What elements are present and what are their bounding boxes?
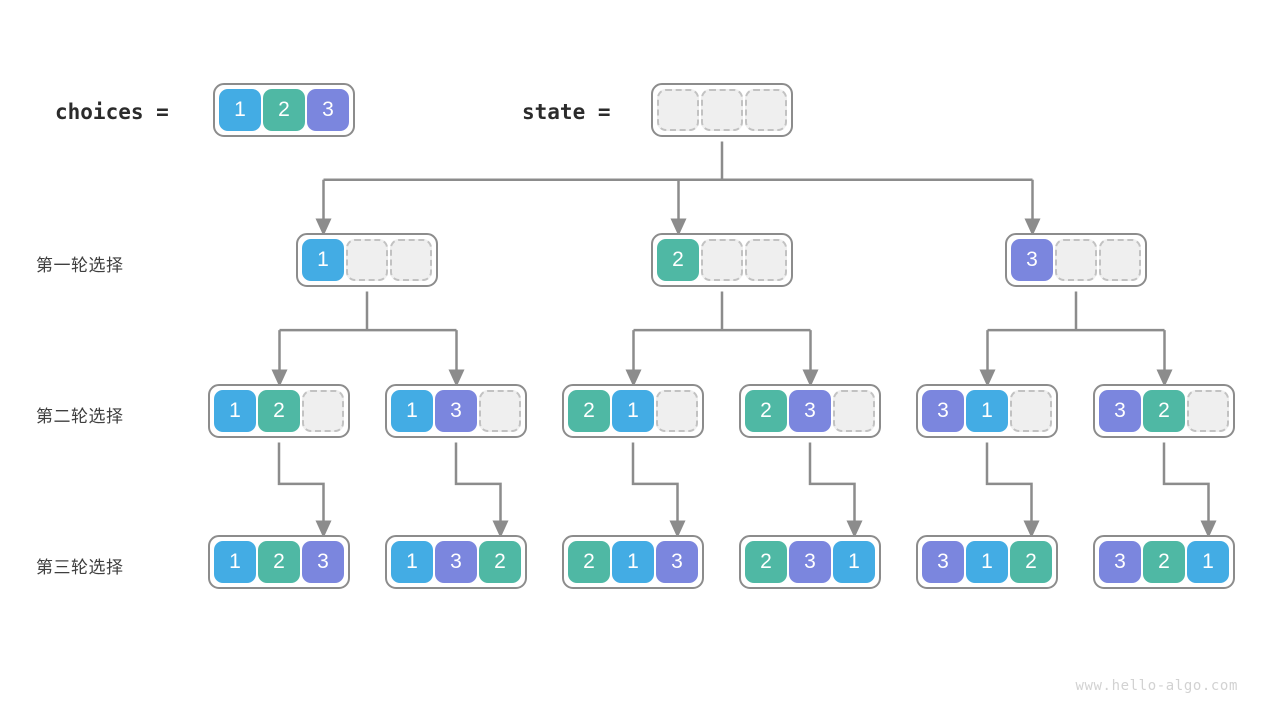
array-cell-value-1: 1: [302, 238, 344, 281]
array-cell-value-2: 2: [258, 540, 300, 583]
edge-L2-6-L3-6: [1162, 442, 1217, 539]
array-cell-value-2: 2: [1143, 389, 1185, 432]
edge-L2-3-L3-3: [631, 442, 686, 539]
array-cell-empty: [745, 238, 787, 281]
row-label-round-3: 第三轮选择: [36, 558, 124, 577]
array-cell-value-3: 3: [435, 540, 477, 583]
array-cell-empty: [745, 88, 787, 131]
array-cell-value-2: 2: [568, 389, 610, 432]
array-cell-value-1: 1: [966, 540, 1008, 583]
state-array-l1-3[interactable]: 3: [1005, 232, 1147, 287]
array-cell-value-1: 1: [833, 540, 875, 583]
caption-state: state =: [522, 100, 611, 124]
array-cell-value-1: 1: [214, 540, 256, 583]
array-cell-value-3: 3: [789, 540, 831, 583]
array-cell-value-3: 3: [435, 389, 477, 432]
array-cell-value-2: 2: [657, 238, 699, 281]
array-cell-empty: [302, 389, 344, 432]
array-cell-empty: [701, 238, 743, 281]
state-array-l1-1[interactable]: 1: [296, 232, 438, 287]
array-cell-value-1: 1: [612, 389, 654, 432]
array-cell-empty: [390, 238, 432, 281]
array-cell-empty: [656, 389, 698, 432]
array-cell-value-3: 3: [302, 540, 344, 583]
array-cell-empty: [479, 389, 521, 432]
array-cell-empty: [1055, 238, 1097, 281]
array-cell-value-1: 1: [391, 389, 433, 432]
state-array-l1-2[interactable]: 2: [651, 232, 793, 287]
edge-L2-5-L3-5: [985, 442, 1040, 539]
array-cell-empty: [1010, 389, 1052, 432]
array-cell-value-2: 2: [1143, 540, 1185, 583]
array-cell-empty: [833, 389, 875, 432]
array-cell-value-2: 2: [263, 88, 305, 131]
array-cell-value-3: 3: [922, 389, 964, 432]
array-cell-value-1: 1: [391, 540, 433, 583]
array-cell-value-1: 1: [1187, 540, 1229, 583]
array-cell-empty: [701, 88, 743, 131]
array-cell-value-1: 1: [219, 88, 261, 131]
array-cell-value-3: 3: [1011, 238, 1053, 281]
edge-L2-4-L3-4: [808, 442, 863, 539]
array-cell-value-3: 3: [1099, 540, 1141, 583]
array-cell-value-1: 1: [966, 389, 1008, 432]
array-cell-value-3: 3: [1099, 389, 1141, 432]
array-cell-empty: [1187, 389, 1229, 432]
array-cell-value-2: 2: [258, 389, 300, 432]
state-array-root[interactable]: [651, 82, 793, 137]
edge-L2-2-L3-2: [454, 442, 509, 539]
array-cell-value-2: 2: [745, 540, 787, 583]
array-cell-value-2: 2: [745, 389, 787, 432]
array-cell-value-2: 2: [568, 540, 610, 583]
row-label-round-2: 第二轮选择: [36, 407, 124, 426]
array-cell-value-2: 2: [479, 540, 521, 583]
caption-choices: choices =: [55, 100, 169, 124]
edge-L2-1-L3-1: [277, 442, 332, 539]
array-cell-empty: [657, 88, 699, 131]
array-cell-value-1: 1: [214, 389, 256, 432]
array-cell-value-3: 3: [656, 540, 698, 583]
array-cell-empty: [1099, 238, 1141, 281]
array-cell-value-3: 3: [922, 540, 964, 583]
array-cell-value-2: 2: [1010, 540, 1052, 583]
watermark: www.hello-algo.com: [1075, 678, 1238, 694]
array-cell-value-3: 3: [789, 389, 831, 432]
array-cell-value-1: 1: [612, 540, 654, 583]
array-cell-empty: [346, 238, 388, 281]
array-cell-value-3: 3: [307, 88, 349, 131]
row-label-round-1: 第一轮选择: [36, 256, 124, 275]
